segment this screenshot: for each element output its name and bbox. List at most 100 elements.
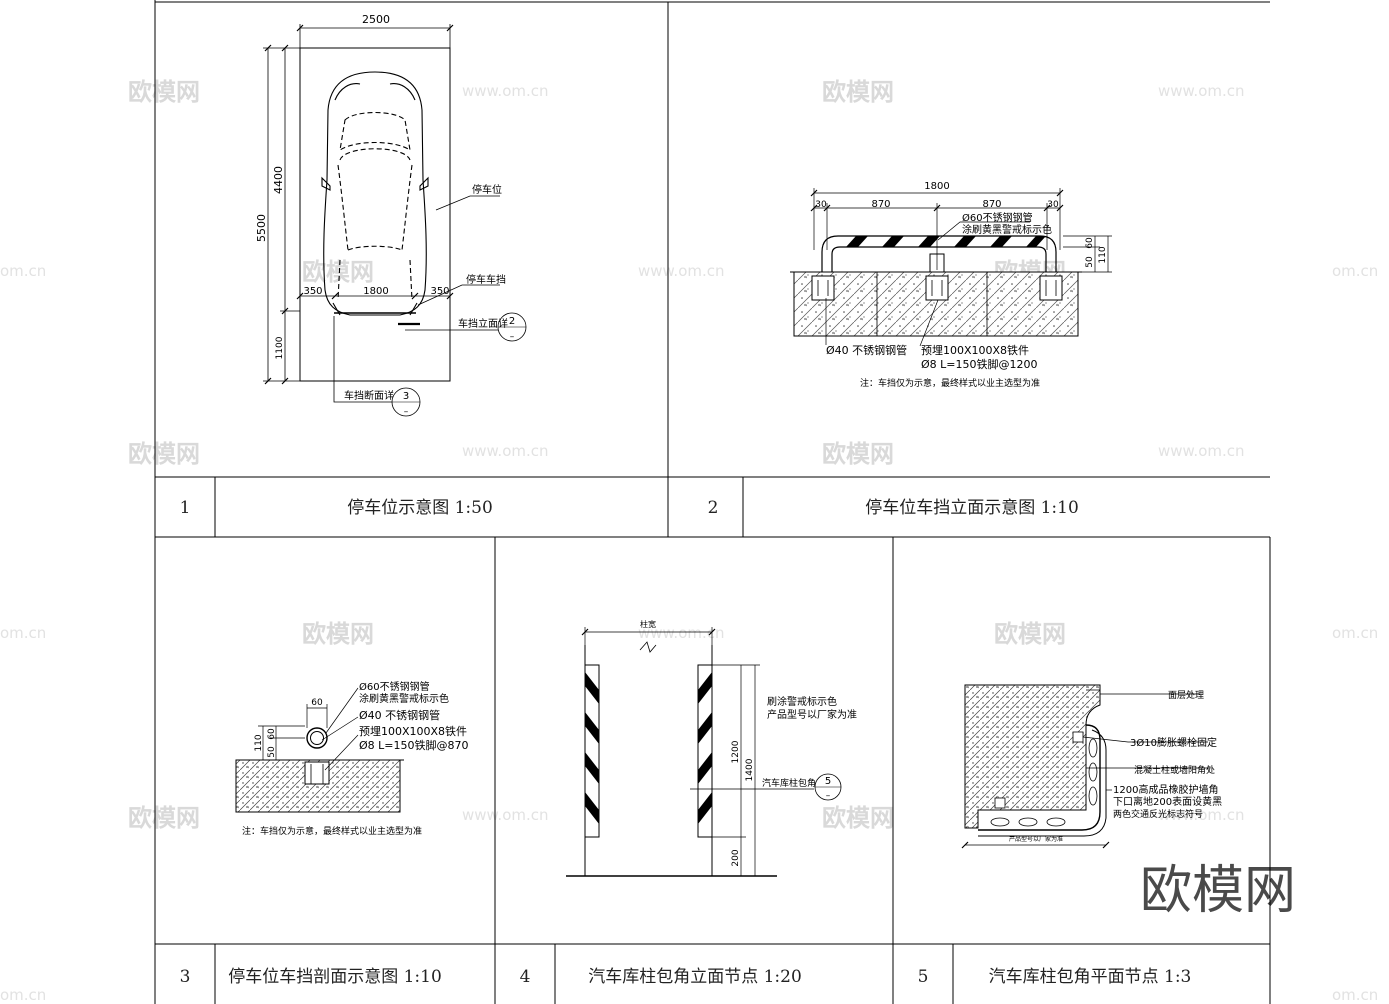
rubber-guard-cells — [990, 738, 1098, 827]
dim-total: 5500 — [255, 214, 268, 242]
label-small-pipe: Ø40 不锈钢钢管 — [826, 343, 907, 357]
dim-stop: 1800 — [363, 286, 388, 297]
watermark-url: om.cn — [1332, 624, 1378, 642]
drawing-frame — [154, 0, 1271, 1004]
panel-5-title: 汽车库柱包角平面节点 1:3 — [989, 967, 1192, 987]
watermark-url: www.om.cn — [462, 806, 549, 824]
svg-text:–: – — [404, 407, 409, 417]
watermark-brand: 欧模网 — [822, 804, 894, 832]
panel-5-number: 5 — [918, 967, 929, 987]
watermark-brand: 欧模网 — [302, 620, 374, 648]
label-embed-2: Ø8 L=150铁脚@1200 — [921, 357, 1038, 371]
svg-text:–: – — [510, 332, 515, 342]
label-guard-3: 两色交通反光标志符号 — [1113, 808, 1203, 820]
dim-200: 200 — [731, 849, 741, 866]
hazard-stripes — [846, 236, 1046, 247]
drawing-4-column-elevation: 柱宽 1200 1400 200 刷涂警戒标示色 产品型号以厂家为准 — [566, 619, 857, 877]
panel-1-number: 1 — [180, 498, 191, 518]
label-embed-1: 预埋100X100X8铁件 — [921, 344, 1029, 357]
watermark-brand: 欧模网 — [822, 78, 894, 106]
label-corner: 汽车库柱包角 — [762, 777, 816, 789]
dim-upper: 4400 — [272, 166, 285, 194]
watermark-url: www.om.cn — [462, 82, 549, 100]
hazard-stripes — [585, 672, 712, 824]
dim-b: 870 — [982, 199, 1001, 210]
label-pipe: Ø60不锈钢钢管 — [962, 211, 1033, 224]
label-paint: 涂刷黄黑警戒标示色 — [359, 692, 449, 705]
watermark-url: www.om.cn — [1158, 82, 1245, 100]
drawing-5-column-plan: 产品型号以厂家为准 面层处理 3Ø10膨胀螺栓固定 混凝土柱或墙阳角处 1200… — [961, 684, 1222, 849]
label-wheel-stop: 停车车挡 — [466, 273, 506, 286]
dim-c: 30 — [815, 200, 827, 210]
label-concrete: 混凝土柱或墙阳角处 — [1134, 764, 1215, 776]
label-product: 产品型号以厂家为准 — [1009, 835, 1063, 843]
watermark-brand: 欧模网 — [128, 440, 200, 468]
watermark-brand: 欧模网 — [128, 804, 200, 832]
watermark-url: om.cn — [0, 624, 46, 642]
watermark-brand: 欧模网 — [994, 620, 1066, 648]
dim-total: 1800 — [924, 181, 949, 192]
watermark-url: om.cn — [0, 986, 46, 1004]
watermark-url: www.om.cn — [1158, 806, 1245, 824]
label-bolt: 3Ø10膨胀螺栓固定 — [1130, 736, 1217, 749]
label-embed-1: 预埋100X100X8铁件 — [359, 725, 467, 738]
dim-column-width: 柱宽 — [640, 619, 656, 629]
ref-section-label: 车挡断面详 — [344, 389, 394, 402]
drawing-1-parking-plan: 2500 5500 4400 1100 350 1800 — [255, 13, 527, 417]
dim-a: 870 — [871, 199, 890, 210]
dim-left: 350 — [303, 286, 322, 297]
dim-h2: 60 — [267, 728, 277, 740]
ref-number: 5 — [825, 776, 831, 787]
panel-3-number: 3 — [180, 967, 191, 987]
watermark-url: om.cn — [0, 262, 46, 280]
watermark-brand: 欧模网 — [302, 258, 374, 286]
label-embed-2: Ø8 L=150铁脚@870 — [359, 738, 469, 752]
drawing-2-stop-elevation: 1800 870 870 30 30 50 60 11 — [790, 181, 1112, 389]
panel-3-title: 停车位车挡剖面示意图 1:10 — [228, 967, 442, 987]
watermark-url: www.om.cn — [638, 624, 725, 642]
dim-h2: 60 — [1085, 237, 1095, 249]
panel-2-number: 2 — [708, 498, 719, 518]
dim-1400: 1400 — [745, 758, 755, 781]
title-block: 1 停车位示意图 1:50 2 停车位车挡立面示意图 1:10 3 停车位车挡剖… — [180, 498, 1192, 987]
label-surface: 面层处理 — [1168, 689, 1204, 701]
dim-h3: 110 — [254, 734, 264, 751]
label-guard-2: 下口离地200表面设黄黑 — [1113, 795, 1222, 808]
label-guard-1: 1200高成品橡胶护墙角 — [1113, 783, 1218, 796]
watermark-brand: 欧模网 — [128, 78, 200, 106]
watermark-url: www.om.cn — [1158, 442, 1245, 460]
label-small-pipe: Ø40 不锈钢钢管 — [359, 708, 440, 722]
panel-1-title: 停车位示意图 1:50 — [347, 498, 493, 518]
dim-h3: 110 — [1098, 246, 1108, 263]
watermark-layer: 欧模网 www.om.cn 欧模网 www.om.cn om.cn 欧模网 ww… — [0, 78, 1378, 1004]
watermark-logo: 欧模网 — [1140, 861, 1296, 921]
watermark-url: www.om.cn — [638, 262, 725, 280]
dim-lower: 1100 — [275, 336, 285, 359]
ref-section-number: 3 — [403, 391, 409, 402]
label-pipe: Ø60不锈钢钢管 — [359, 680, 430, 693]
watermark-url: om.cn — [1332, 986, 1378, 1004]
panel-4-title: 汽车库柱包角立面节点 1:20 — [588, 967, 802, 987]
dim-right: 350 — [430, 286, 449, 297]
note: 注：车挡仅为示意，最终样式以业主选型为准 — [860, 377, 1040, 389]
label-product: 产品型号以厂家为准 — [767, 708, 857, 721]
watermark-url: om.cn — [1332, 262, 1378, 280]
note: 注：车挡仅为示意，最终样式以业主选型为准 — [242, 825, 422, 837]
watermark-url: www.om.cn — [462, 442, 549, 460]
dim-1200: 1200 — [731, 740, 741, 763]
dim-d: 30 — [1047, 200, 1059, 210]
ref-elevation-label: 车挡立面详 — [458, 317, 508, 330]
panel-2-title: 停车位车挡立面示意图 1:10 — [865, 498, 1079, 518]
label-paint: 涂刷黄黑警戒标示色 — [962, 223, 1052, 236]
dim-h1: 50 — [267, 746, 277, 758]
dim-width: 2500 — [362, 13, 390, 26]
ref-elevation-number: 2 — [509, 316, 515, 327]
label-paint: 刷涂警戒标示色 — [767, 695, 837, 708]
dim-h1: 50 — [1085, 256, 1095, 268]
watermark-brand: 欧模网 — [822, 440, 894, 468]
svg-text:–: – — [826, 791, 831, 801]
label-parking-space: 停车位 — [472, 183, 502, 196]
drawing-3-stop-section: 60 110 60 50 Ø60不锈钢钢管 涂刷黄黑警戒标示色 Ø40 不锈钢钢… — [235, 680, 469, 837]
dim-width: 60 — [311, 698, 323, 708]
